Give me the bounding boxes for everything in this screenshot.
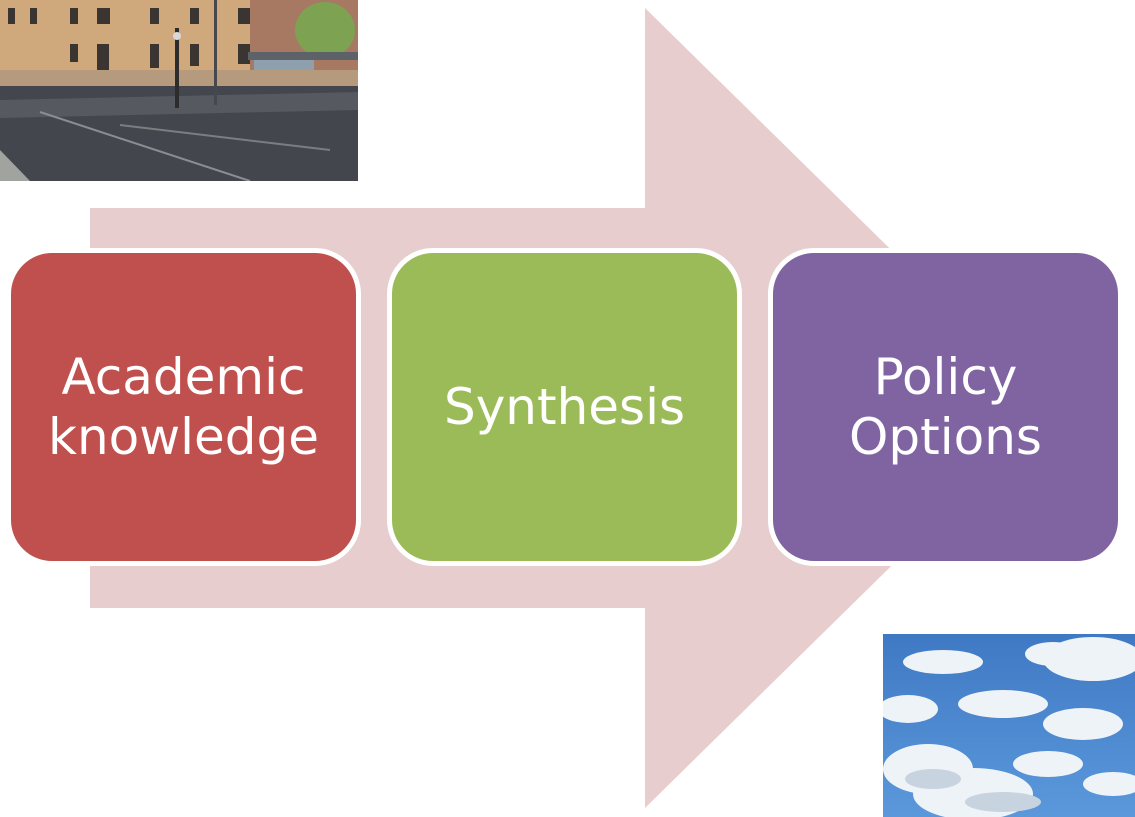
step-academic-knowledge: Academic knowledge [6, 248, 361, 566]
step-policy-options: Policy Options [768, 248, 1123, 566]
step-synthesis-label: Synthesis [443, 378, 686, 436]
step-policy-options-label: Policy Options [849, 348, 1042, 466]
street-scene-photo [0, 0, 358, 181]
step-academic-knowledge-label: Academic knowledge [47, 348, 320, 466]
step-synthesis: Synthesis [387, 248, 742, 566]
cloudy-sky-photo [883, 634, 1135, 817]
